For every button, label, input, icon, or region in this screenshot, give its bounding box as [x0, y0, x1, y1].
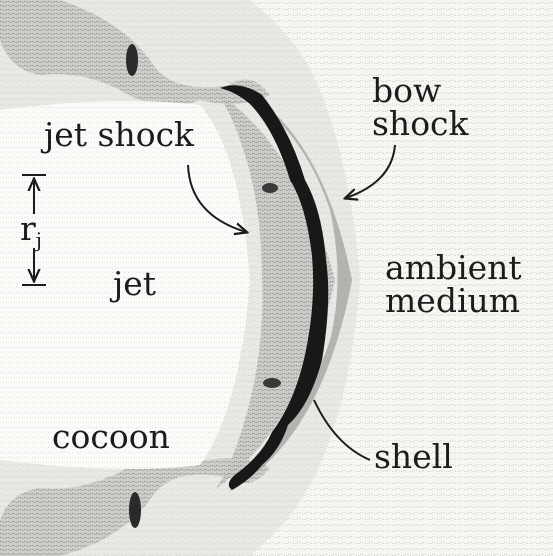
jet-shock-knot-lower — [263, 378, 281, 388]
cocoon-label: cocoon — [52, 417, 170, 456]
lower-knot — [129, 492, 141, 528]
jet-label: jet — [109, 264, 156, 303]
jet-shock-knot-upper — [262, 183, 278, 193]
bow-shock-label-line2: shock — [372, 104, 470, 143]
jet-shock-label: jet shock — [40, 115, 195, 154]
upper-knot — [126, 44, 138, 76]
shell-label: shell — [374, 437, 453, 476]
ambient-medium-label-line2: medium — [385, 281, 520, 320]
